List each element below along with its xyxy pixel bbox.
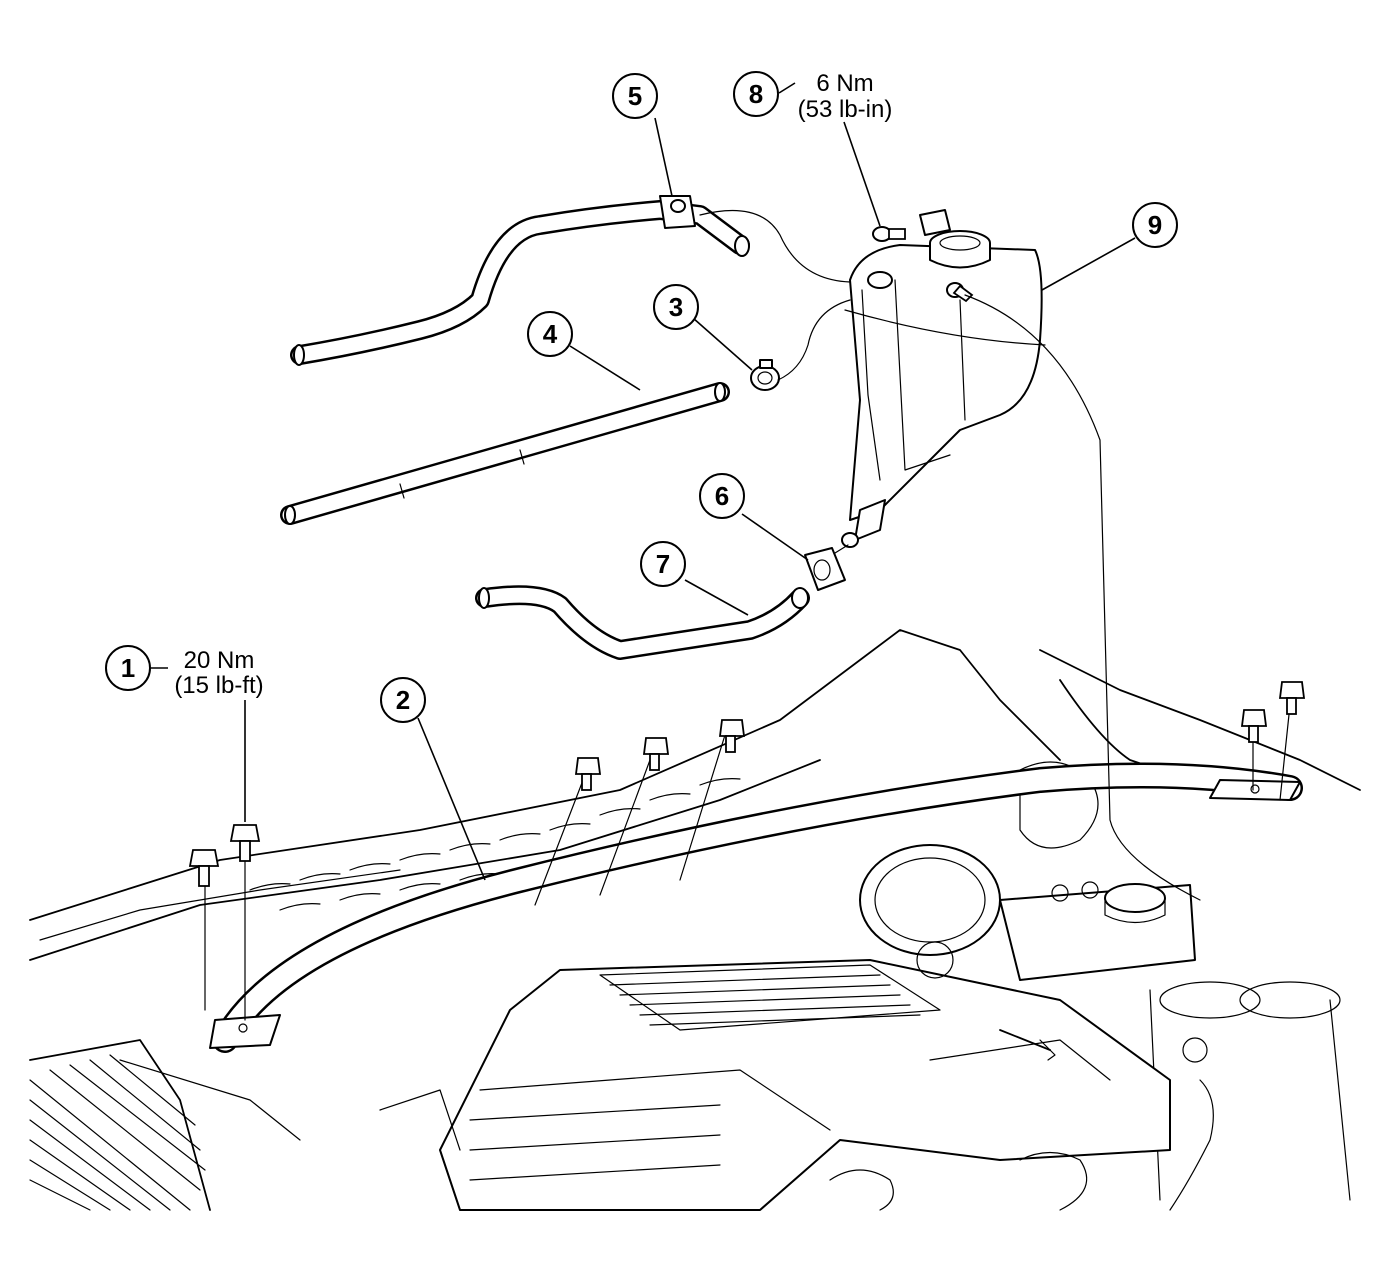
callout-1-torque-imperial: (15 lb-ft) bbox=[174, 672, 263, 699]
callout-1-number: 1 bbox=[121, 653, 135, 683]
callout-7: 7 bbox=[640, 541, 686, 587]
bolt-right-2-icon bbox=[1278, 681, 1306, 801]
radiator bbox=[29, 1039, 211, 1211]
brake-master-cylinder bbox=[859, 844, 1196, 981]
straight-hose bbox=[280, 382, 730, 525]
bolts bbox=[188, 681, 1306, 1021]
bolt-center-3-icon bbox=[679, 719, 746, 881]
callout-8: 8 6 Nm (53 lb-in) bbox=[733, 70, 893, 123]
radiator-support-bar bbox=[209, 762, 1303, 1053]
callout-9: 9 bbox=[1132, 202, 1178, 248]
upper-degas-hose bbox=[290, 195, 750, 366]
callout-8-torque-imperial: (53 lb-in) bbox=[798, 96, 893, 123]
bolt-1b-icon bbox=[229, 824, 261, 1021]
engine-cover bbox=[439, 959, 1171, 1211]
callout-5-number: 5 bbox=[628, 81, 642, 111]
callout-4-number: 4 bbox=[543, 319, 558, 349]
hose-clamp-3-icon bbox=[750, 359, 780, 391]
bolt-center-2-icon bbox=[599, 737, 670, 896]
hose-clamp-6-icon bbox=[804, 547, 846, 591]
bolt-1a-icon bbox=[188, 849, 220, 1011]
callout-3-number: 3 bbox=[669, 292, 683, 322]
callout-leaders bbox=[148, 82, 1201, 901]
bolt-center-1-icon bbox=[534, 757, 602, 906]
callout-1: 1 20 Nm (15 lb-ft) bbox=[105, 645, 264, 699]
callout-5: 5 bbox=[612, 73, 658, 119]
callout-9-number: 9 bbox=[1148, 210, 1162, 240]
callout-2-number: 2 bbox=[396, 685, 410, 715]
callout-1-torque-metric: 20 Nm bbox=[184, 647, 255, 674]
callout-6-number: 6 bbox=[715, 481, 729, 511]
callout-7-number: 7 bbox=[656, 549, 670, 579]
bolt-right-1-icon bbox=[1240, 709, 1268, 791]
callout-8-number: 8 bbox=[749, 79, 763, 109]
callout-4: 4 bbox=[527, 311, 573, 357]
callout-2: 2 bbox=[380, 677, 426, 723]
callout-6: 6 bbox=[699, 473, 745, 519]
callout-3: 3 bbox=[653, 284, 699, 330]
callout-8-torque-metric: 6 Nm bbox=[816, 70, 873, 97]
bolt-8-icon bbox=[872, 226, 906, 242]
coolant-reservoir bbox=[841, 209, 1046, 548]
lower-hose bbox=[475, 585, 810, 660]
engine-bay-illustration bbox=[29, 629, 1361, 1211]
bolt-9-icon bbox=[946, 282, 974, 303]
